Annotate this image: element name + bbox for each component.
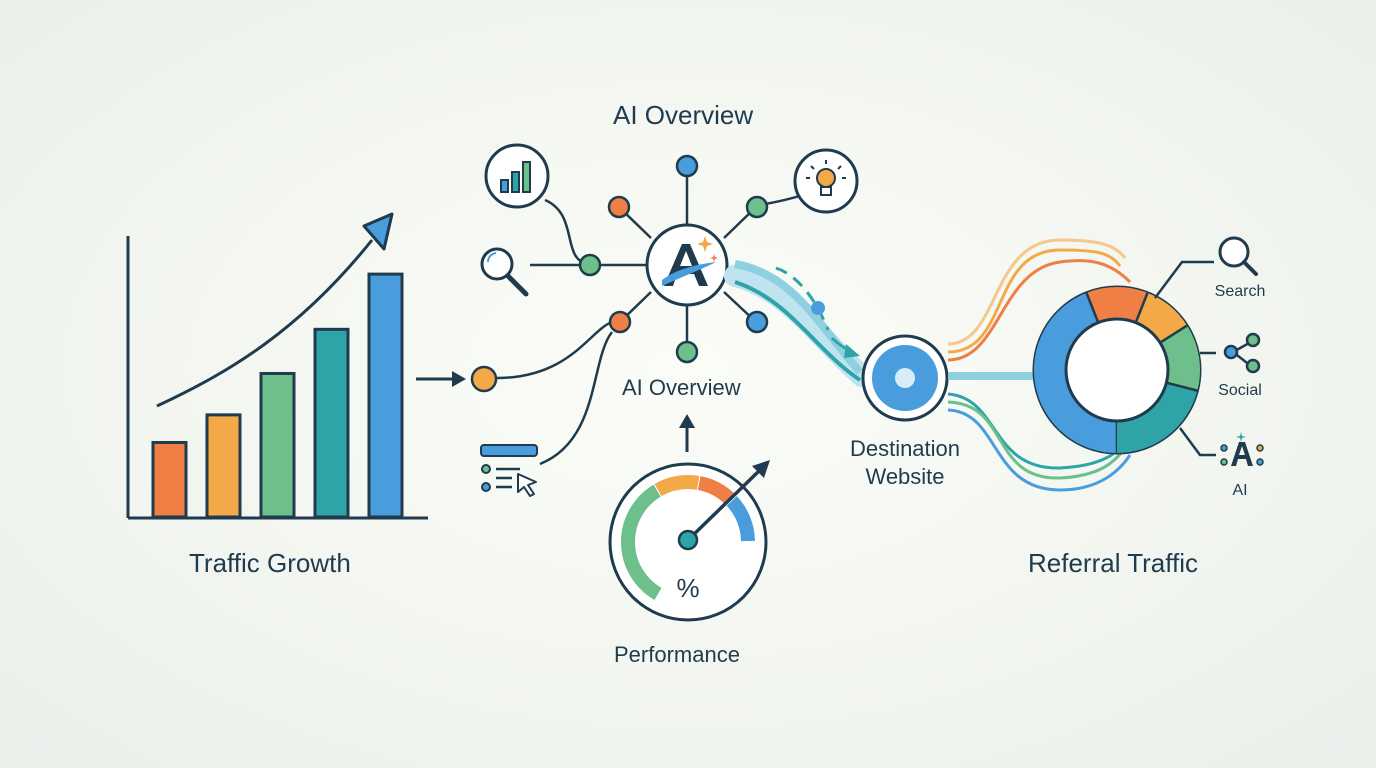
traffic-growth-label: Traffic Growth <box>189 548 351 578</box>
node-bottom-left <box>608 310 632 334</box>
traffic-growth-chart <box>126 212 428 520</box>
search-icon <box>480 247 529 297</box>
gauge-segment-2 <box>654 475 700 497</box>
donut-segment-1 <box>1034 292 1118 453</box>
destination-website-label: Destination Website <box>835 435 975 491</box>
node-top-left <box>607 195 631 219</box>
bar-1 <box>151 440 188 519</box>
donut-divider-2 <box>1085 292 1100 324</box>
lightbulb-icon <box>793 148 859 214</box>
hub-network <box>470 143 859 497</box>
gauge-symbol: % <box>676 573 699 603</box>
ai-logo-icon <box>645 223 729 307</box>
up-arrow <box>679 414 695 452</box>
gauge-segment-4 <box>726 496 755 542</box>
destination-line-1: Destination <box>849 436 961 461</box>
node-bottom <box>675 340 699 364</box>
node-input <box>470 365 498 393</box>
input-arrow <box>416 371 466 387</box>
performance-gauge: % <box>608 460 770 622</box>
donut-segment-5 <box>1116 381 1198 453</box>
search-icon <box>1218 236 1258 276</box>
node-top-right <box>745 195 769 219</box>
trend-line <box>156 239 374 408</box>
donut-leaders <box>1154 260 1216 457</box>
search-label: Search <box>1214 283 1266 300</box>
donut-divider-5 <box>1166 381 1198 392</box>
ai-label: AI <box>1232 482 1248 499</box>
gauge-needle <box>686 468 762 542</box>
referral-traffic-label: Referral Traffic <box>1028 548 1199 578</box>
destination-line-2: Website <box>865 464 945 489</box>
gauge-hub <box>677 529 699 551</box>
top-title: AI Overview <box>613 100 754 130</box>
bar-chart-icon <box>484 143 550 209</box>
referral-donut <box>1032 285 1202 455</box>
trend-arrowhead <box>362 212 394 251</box>
ai-sparkle-icon <box>1220 432 1264 466</box>
donut-divider-3 <box>1134 292 1149 324</box>
destination-website-icon <box>861 334 949 422</box>
node-left <box>578 253 602 277</box>
gauge-segment-1 <box>621 484 662 601</box>
share-icon <box>1223 332 1261 374</box>
bar-4 <box>313 327 350 519</box>
node-bottom-right <box>745 310 769 334</box>
donut-segments <box>1034 287 1200 453</box>
node-top <box>675 154 699 178</box>
social-label: Social <box>1218 382 1262 399</box>
performance-label: Performance <box>614 642 740 667</box>
hub-caption: AI Overview <box>622 375 741 400</box>
bar-5 <box>367 272 404 519</box>
bar-2 <box>205 413 242 519</box>
bar-series <box>151 272 404 519</box>
donut-segment-3 <box>1135 292 1188 344</box>
flow-ribbons <box>724 260 873 387</box>
list-cursor-icon <box>480 444 538 497</box>
donut-divider-4 <box>1159 324 1188 344</box>
donut-segment-4 <box>1159 325 1200 391</box>
donut-segment-2 <box>1086 287 1148 323</box>
bar-3 <box>259 371 296 519</box>
